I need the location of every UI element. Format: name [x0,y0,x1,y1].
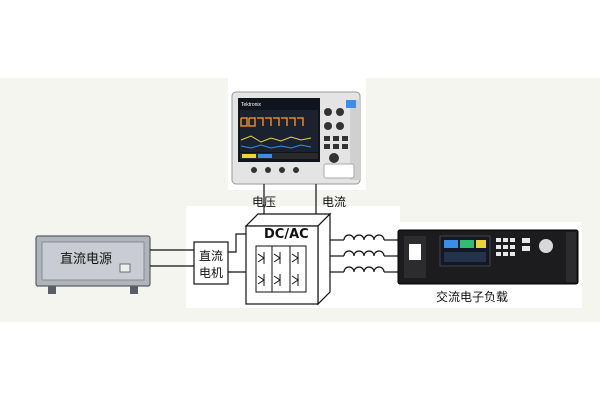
dc-motor-label-line1: 直流 [199,249,224,263]
supply-motor-wires [150,249,194,267]
switch-bridge [255,245,307,293]
dc-supply-label: 直流电源 [60,252,113,267]
converter-label: DC/AC [264,227,309,242]
ac-load-label: 交流电子负载 [436,290,509,304]
ac-electronic-load [397,229,579,285]
dc-power-supply [35,235,151,294]
oscilloscope: Tektronix [231,91,361,185]
dc-motor-box [193,241,229,285]
voltage-label: 电压 [252,195,277,209]
current-label: 电流 [322,195,347,209]
dc-motor-label-line2: 电机 [199,266,224,280]
oscilloscope-brand: Tektronix [241,102,262,108]
three-phase-inductors [330,234,398,273]
